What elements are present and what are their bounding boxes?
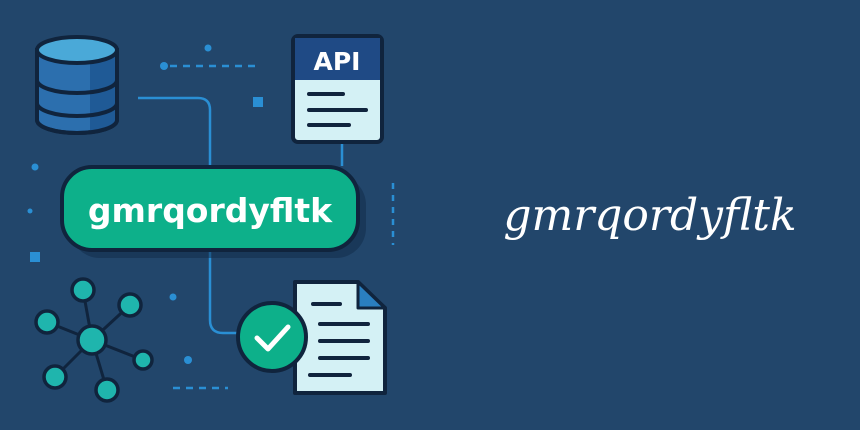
verified-document-icon — [236, 280, 387, 395]
api-document-icon: API — [291, 34, 384, 144]
name-badge: gmrqordyfltk — [60, 165, 366, 258]
network-icon — [34, 277, 154, 403]
connector-lines — [138, 64, 395, 390]
badge-label: gmrqordyfltk — [88, 191, 333, 230]
page-title: gmrqordyfltk — [503, 190, 797, 241]
api-label: API — [314, 47, 361, 76]
integration-illustration: API gmrqordyfltk — [27, 34, 395, 403]
check-circle-icon — [236, 301, 308, 373]
database-icon — [35, 35, 119, 135]
decorative-dots — [27, 44, 263, 364]
